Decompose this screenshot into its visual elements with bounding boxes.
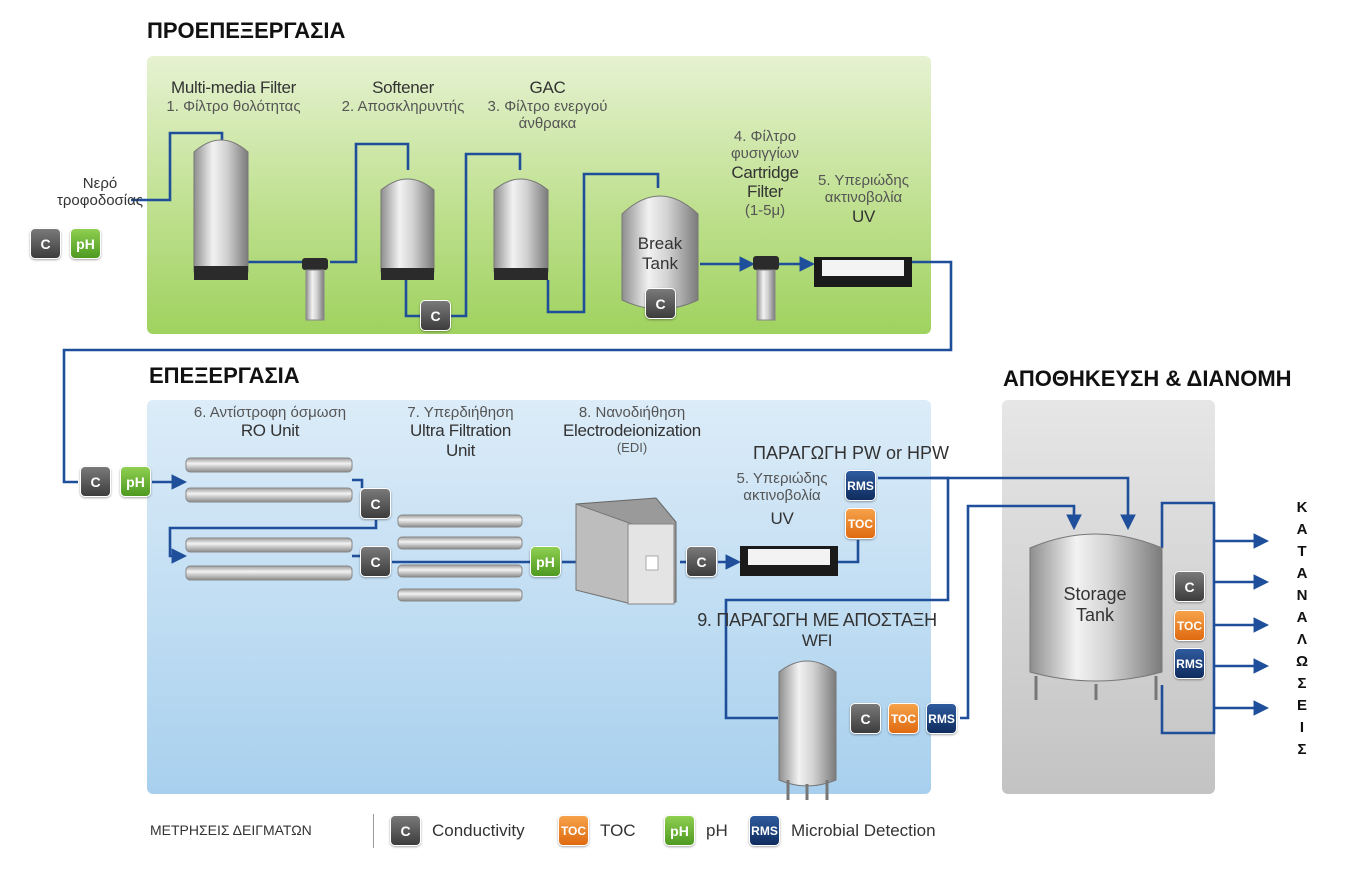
softener-label: Softener 2. Αποσκληρυντής — [341, 78, 465, 115]
wfi-c-badge: C — [850, 703, 881, 734]
legend-divider — [373, 814, 374, 848]
legend-title: ΜΕΤΡΗΣΕΙΣ ΔΕΙΓΜΑΤΩΝ — [150, 822, 312, 838]
softener-c-badge: C — [420, 300, 451, 331]
uf-label: 7. Υπερδιήθηση Ultra Filtration Unit — [407, 404, 514, 460]
uv-treatment-label: 5. Υπεριώδης ακτινοβολία UV — [736, 470, 828, 528]
cartridge-filter-vessel — [753, 256, 779, 321]
gac-vessel — [493, 178, 549, 280]
storage-rms-badge: RMS — [1174, 648, 1205, 679]
legend-ph: pH — [706, 821, 728, 840]
small-filter-1 — [302, 258, 328, 321]
wfi-toc-badge: TOC — [888, 703, 919, 734]
ro-stage2-c-badge: C — [360, 546, 391, 577]
uv-pretreatment-label: 5. Υπεριώδης ακτινοβολία UV — [818, 172, 909, 226]
gac-label: GAC 3. Φίλτρο ενεργού άνθρακα — [487, 78, 608, 132]
consumption-points-label: Κ Α Τ Α Ν Α Λ Ω Σ Ε Ι Σ — [1295, 499, 1309, 758]
wfi-label: 9. ΠΑΡΑΓΩΓΗ ΜΕ ΑΠΟΣΤΑΞΗ WFI — [697, 610, 937, 650]
legend-toc: TOC — [600, 821, 636, 840]
wfi-still — [778, 660, 837, 800]
break-tank-c-badge: C — [645, 288, 676, 319]
multimedia-filter-vessel — [193, 139, 249, 280]
uv-unit-2 — [740, 546, 838, 576]
pw-rms-badge: RMS — [845, 470, 876, 501]
pipes — [62, 131, 1270, 735]
wfi-rms-badge: RMS — [926, 703, 957, 734]
break-tank-vessel — [621, 195, 699, 310]
storage-toc-badge: TOC — [1174, 610, 1205, 641]
ro-inlet-ph-badge: pH — [120, 466, 151, 497]
uf-ph-badge: pH — [530, 546, 561, 577]
ro-membranes — [185, 457, 353, 581]
treatment-title: ΕΠΕΞΕΡΓΑΣΙΑ — [149, 363, 300, 388]
legend-rms-badge: RMS — [749, 815, 780, 846]
edi-stack — [575, 497, 677, 605]
break-tank-label: Break Tank — [637, 234, 683, 273]
pretreatment-title: ΠΡΟΕΠΕΞΕΡΓΑΣΙΑ — [147, 18, 346, 43]
storage-tank-vessel — [1029, 533, 1163, 700]
multimedia-filter-label: Multi-media Filter 1. Φίλτρο θολότητας — [166, 78, 301, 115]
legend-conductivity: Conductivity — [432, 821, 525, 840]
ro-stage1-c-badge: C — [360, 488, 391, 519]
storage-title: ΑΠΟΘΗΚΕΥΣΗ & ΔΙΑΝΟΜΗ — [1003, 366, 1292, 391]
pw-toc-badge: TOC — [845, 508, 876, 539]
legend-microbial: Microbial Detection — [791, 821, 936, 840]
ro-label: 6. Αντίστροφη όσμωση RO Unit — [193, 404, 347, 441]
storage-c-badge: C — [1174, 571, 1205, 602]
uv-unit-1 — [814, 257, 912, 287]
feed-ph-badge: pH — [70, 228, 101, 259]
pw-production-label: ΠΑΡΑΓΩΓΗ PW or HPW — [753, 443, 949, 463]
legend-c-badge: C — [390, 815, 421, 846]
uf-membranes — [397, 514, 523, 602]
feed-c-badge: C — [30, 228, 61, 259]
legend-toc-badge: TOC — [558, 815, 589, 846]
storage-tank-label: Storage Tank — [1063, 584, 1127, 625]
cartridge-filter-label: 4. Φίλτρο φυσιγγίων Cartridge Filter (1-… — [730, 128, 800, 219]
feed-water-label: Νερό τροφοδοσίας — [56, 175, 144, 210]
edi-label: 8. Νανοδιήθηση Electrodeionization (EDI) — [563, 404, 701, 455]
ro-inlet-c-badge: C — [80, 466, 111, 497]
legend-ph-badge: pH — [664, 815, 695, 846]
edi-c-badge: C — [686, 546, 717, 577]
softener-vessel — [380, 178, 435, 280]
